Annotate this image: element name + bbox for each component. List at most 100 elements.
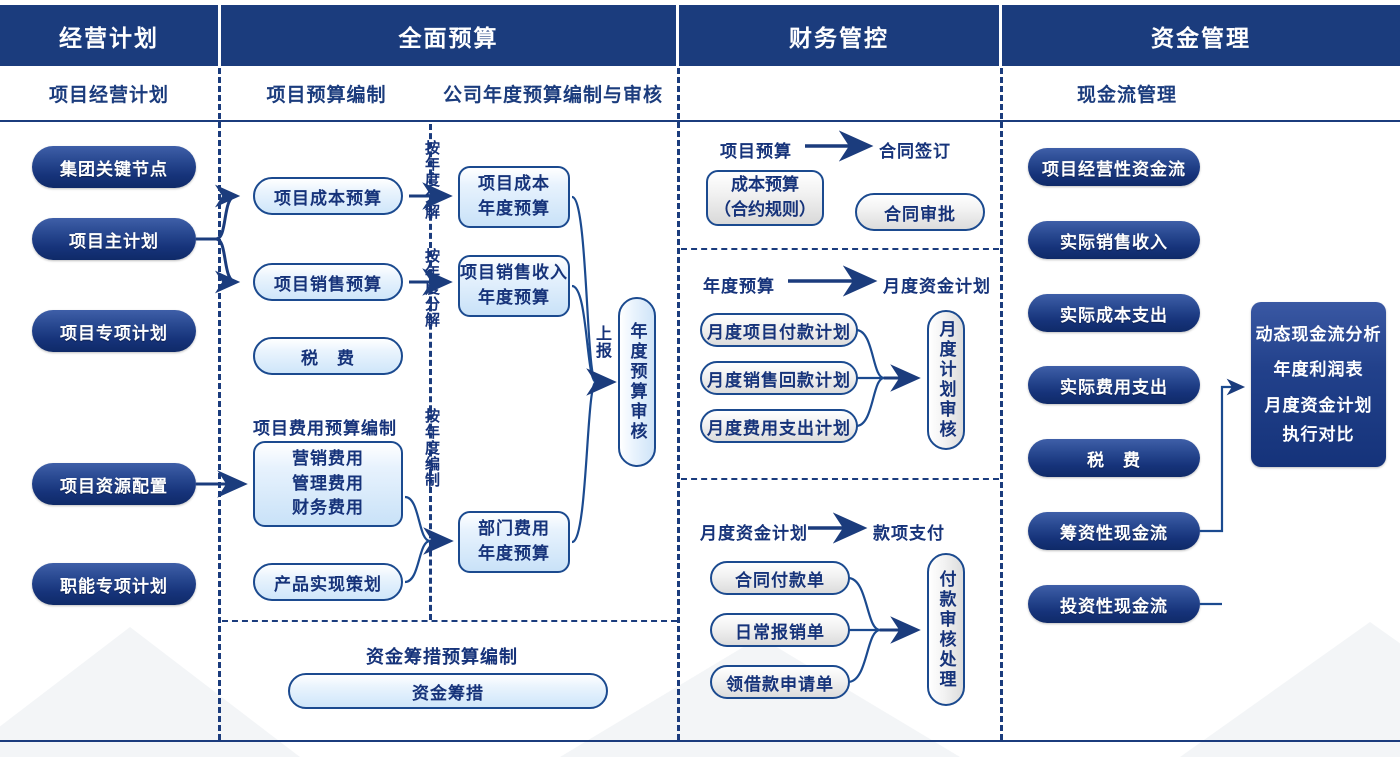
header-col-1[interactable]: 经营计划 — [0, 5, 218, 66]
fund-item-investing-cashflow[interactable]: 投资性现金流 — [1028, 585, 1200, 623]
fund-item-label: 项目经营性资金流 — [1042, 159, 1186, 179]
plan-item-label: 职能专项计划 — [60, 576, 168, 596]
fc-box-line: （合约规则） — [714, 200, 816, 219]
funding-pill-label: 资金筹措 — [412, 683, 484, 703]
expense-budget-group-title: 项目费用预算编制 — [253, 414, 397, 439]
header-col-3[interactable]: 财务管控 — [679, 5, 999, 66]
fc-label-text: 合同签订 — [879, 142, 951, 161]
vlabel-text: 按年度编制 — [423, 408, 440, 488]
fc-s2-from-label: 年度预算 — [703, 272, 775, 297]
fund-item-actual-expense-expenditure[interactable]: 实际费用支出 — [1028, 366, 1200, 404]
subheader-project-budget-text: 项目预算编制 — [266, 84, 387, 106]
fund-item-label: 投资性现金流 — [1060, 596, 1168, 616]
header-col-4-title: 资金管理 — [1151, 24, 1251, 51]
plan-item-project-special-plan[interactable]: 项目专项计划 — [32, 310, 196, 352]
vlabel-text: 按年度分解 — [423, 248, 440, 328]
fc-review-label: 月度计划审核 — [936, 320, 956, 440]
fc-label-text: 月度资金计划 — [700, 524, 808, 543]
expense-budget-group-title-text: 项目费用预算编制 — [253, 419, 397, 438]
top-divider-line — [0, 120, 1400, 122]
fc-contract-approval[interactable]: 合同审批 — [855, 193, 985, 231]
fund-analysis-box[interactable]: 动态现金流分析 年度利润表 月度资金计划 执行对比 — [1251, 302, 1386, 467]
fc-box-line: 成本预算 — [731, 175, 799, 195]
divider-col2-col3 — [677, 68, 680, 740]
divider-col2a-col2b — [429, 124, 432, 620]
header-col-1-title: 经营计划 — [59, 24, 159, 51]
budget-item-label: 产品实现策划 — [274, 574, 382, 594]
fund-item-actual-sales-revenue[interactable]: 实际销售收入 — [1028, 221, 1200, 259]
fc-monthly-sales-collection-plan[interactable]: 月度销售回款计划 — [700, 361, 858, 395]
plan-item-project-resource-allocation[interactable]: 项目资源配置 — [32, 463, 196, 505]
fc-contract-payment-form[interactable]: 合同付款单 — [710, 561, 850, 595]
header-col-2[interactable]: 全面预算 — [221, 5, 676, 66]
header-col-4[interactable]: 资金管理 — [1002, 5, 1400, 66]
annual-item-department-expense-annual-budget[interactable]: 部门费用 年度预算 — [458, 511, 570, 573]
budget-item-label: 项目销售预算 — [274, 274, 382, 294]
annual-item-project-cost-annual-budget[interactable]: 项目成本 年度预算 — [458, 166, 570, 228]
vlabel-report-upward: 上报 — [589, 325, 613, 359]
plan-item-project-master-plan[interactable]: 项目主计划 — [32, 218, 196, 260]
fund-item-project-operating-cashflow[interactable]: 项目经营性资金流 — [1028, 148, 1200, 186]
annual-item-project-sales-revenue-annual-budget[interactable]: 项目销售收入 年度预算 — [458, 255, 570, 317]
header-band: 经营计划 全面预算 财务管控 资金管理 — [0, 5, 1400, 66]
funding-section-title-text: 资金筹措预算编制 — [366, 647, 518, 667]
fc-s1-to-label: 合同签订 — [879, 137, 951, 162]
fc-daily-reimbursement-form[interactable]: 日常报销单 — [710, 613, 850, 647]
fc-payment-review-pill[interactable]: 付款审核处理 — [927, 553, 965, 706]
separator-funding-section — [222, 620, 677, 622]
plan-item-group-key-nodes[interactable]: 集团关键节点 — [32, 146, 196, 188]
fc-monthly-project-payment-plan[interactable]: 月度项目付款计划 — [700, 313, 858, 347]
fund-item-actual-cost-expenditure[interactable]: 实际成本支出 — [1028, 294, 1200, 332]
analysis-line-dynamic-cashflow: 动态现金流分析 — [1255, 324, 1382, 344]
fc-loan-application-form[interactable]: 领借款申请单 — [710, 665, 850, 699]
fc-monthly-expense-payment-plan[interactable]: 月度费用支出计划 — [700, 409, 858, 443]
annual-budget-review-pill[interactable]: 年度预算审核 — [618, 297, 656, 467]
budget-item-label: 项目成本预算 — [274, 188, 382, 208]
annual-budget-review-label: 年度预算审核 — [627, 322, 647, 442]
fc-pill-label: 合同付款单 — [735, 570, 825, 590]
fc-review-label: 付款审核处理 — [936, 569, 956, 690]
fund-item-label: 税 费 — [1087, 450, 1141, 470]
annual-item-line: 项目销售收入 — [460, 263, 568, 283]
plan-item-functional-special-plan[interactable]: 职能专项计划 — [32, 563, 196, 605]
plan-item-label: 集团关键节点 — [60, 159, 168, 179]
budget-item-expense-box[interactable]: 营销费用 管理费用 财务费用 — [253, 441, 403, 527]
budget-item-project-cost-budget[interactable]: 项目成本预算 — [253, 177, 403, 215]
fund-item-label: 实际销售收入 — [1060, 232, 1168, 252]
fc-s3-from-label: 月度资金计划 — [700, 519, 808, 544]
fund-item-financing-cashflow[interactable]: 筹资性现金流 — [1028, 512, 1200, 550]
separator-fc-section-2 — [681, 478, 999, 480]
budget-item-product-realization-planning[interactable]: 产品实现策划 — [253, 563, 403, 601]
expense-line-marketing: 营销费用 — [292, 449, 364, 469]
header-col-2-title: 全面预算 — [398, 24, 499, 51]
fc-s3-to-label: 款项支付 — [873, 519, 945, 544]
vlabel-text: 上报 — [593, 325, 610, 359]
plan-item-label: 项目专项计划 — [60, 323, 168, 343]
fc-s2-to-label: 月度资金计划 — [883, 272, 991, 297]
divider-col3-col4 — [1000, 68, 1003, 740]
annual-item-line: 年度预算 — [478, 199, 550, 218]
subheader-company-annual-budget-text: 公司年度预算编制与审核 — [442, 84, 663, 106]
budget-item-tax[interactable]: 税 费 — [253, 337, 403, 375]
subheader-project-plan: 项目经营计划 — [0, 68, 218, 118]
subheader-project-budget: 项目预算编制 — [224, 68, 429, 118]
fund-item-label: 实际费用支出 — [1060, 377, 1168, 397]
header-col-3-title: 财务管控 — [789, 24, 889, 51]
fc-pill-label: 月度销售回款计划 — [707, 370, 851, 390]
bottom-divider-line — [0, 740, 1400, 742]
funding-section-title: 资金筹措预算编制 — [366, 643, 518, 669]
funding-pill[interactable]: 资金筹措 — [288, 673, 608, 709]
fund-item-tax[interactable]: 税 费 — [1028, 439, 1200, 477]
annual-item-line: 年度预算 — [478, 544, 550, 563]
fc-monthly-plan-review-pill[interactable]: 月度计划审核 — [927, 310, 965, 450]
fund-item-label: 筹资性现金流 — [1060, 523, 1168, 543]
budget-item-project-sales-budget[interactable]: 项目销售预算 — [253, 263, 403, 301]
vlabel-annual-decompose-1: 按年度分解 — [421, 140, 442, 220]
subheader-cashflow: 现金流管理 — [1002, 68, 1252, 118]
fc-cost-budget-contract-rules[interactable]: 成本预算 （合约规则） — [706, 170, 824, 226]
fc-label-text: 年度预算 — [703, 277, 775, 296]
analysis-line-execution-comparison: 执行对比 — [1282, 425, 1355, 444]
separator-fc-section-1 — [681, 248, 999, 250]
fund-item-label: 实际成本支出 — [1060, 305, 1168, 325]
fc-pill-label: 月度费用支出计划 — [707, 418, 851, 438]
